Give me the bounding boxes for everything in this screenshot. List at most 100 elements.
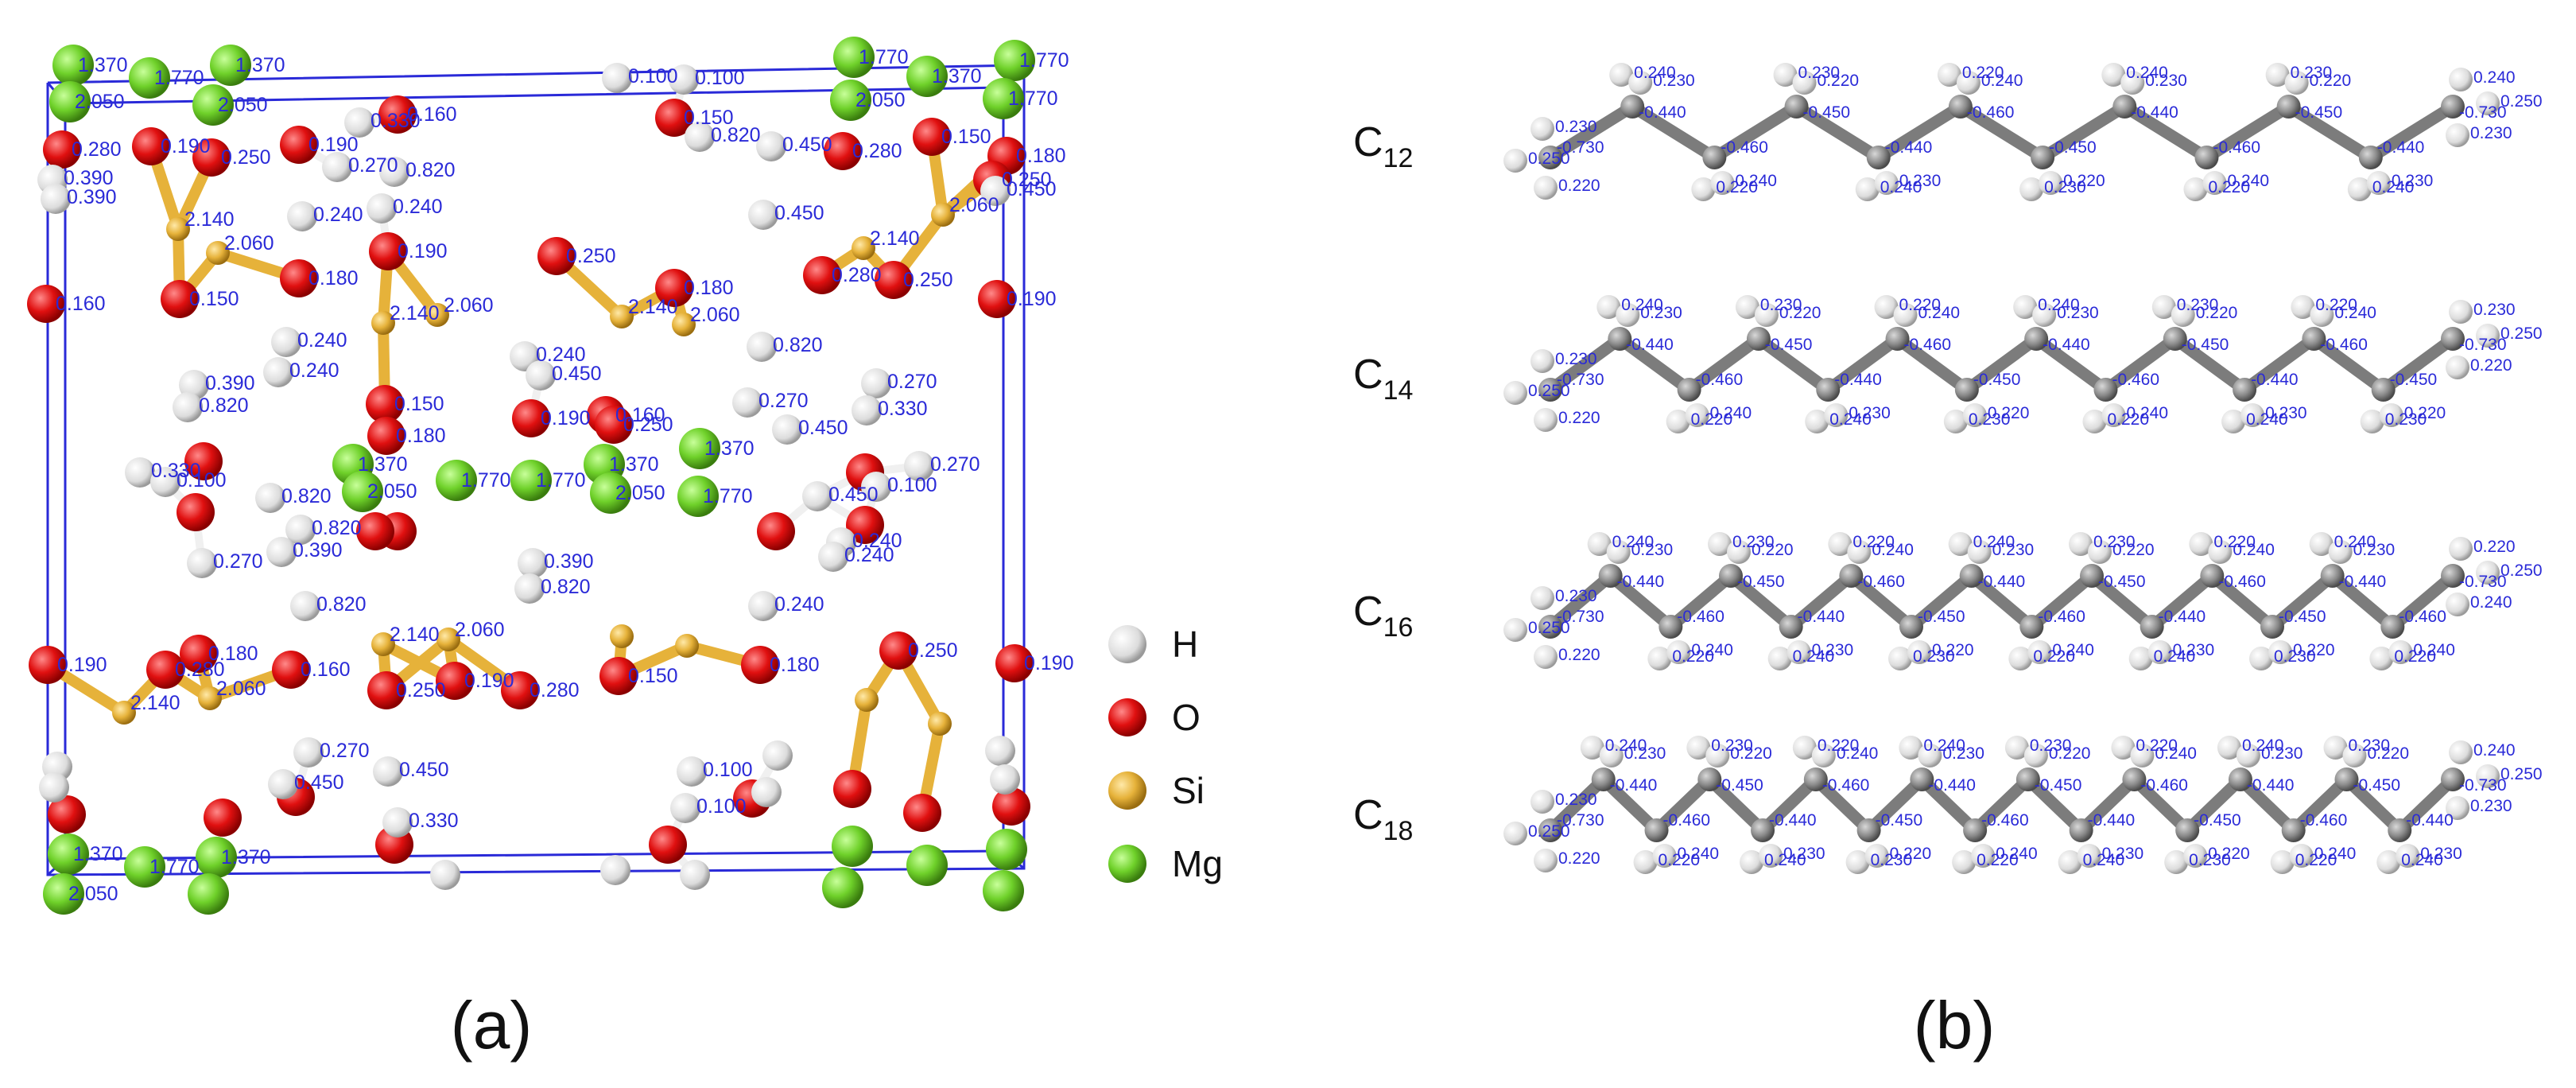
o-atom	[43, 130, 81, 169]
chain-h-atom	[2202, 171, 2227, 195]
mg-atom	[49, 81, 91, 122]
charge-label: 0.820	[199, 394, 249, 417]
chain-h-atom	[1874, 171, 1899, 195]
chain-c-atom	[1784, 95, 1809, 119]
chain-h-atom	[1708, 532, 1732, 556]
chain-h-charge: 0.220	[1818, 72, 1860, 90]
charge-label: 0.240	[536, 344, 586, 366]
chain-h-atom	[2476, 561, 2500, 585]
chain-h-charge: 0.220	[1658, 851, 1701, 869]
o-atom	[992, 787, 1030, 826]
mg-atom	[188, 873, 229, 915]
chain-h-charge: 0.220	[1977, 851, 2019, 869]
chain-h-charge: 0.240	[2227, 172, 2269, 190]
chain-h-charge: 0.220	[1932, 641, 1974, 659]
chain-h-atom	[1948, 532, 1973, 556]
charge-label: 0.450	[782, 134, 832, 156]
chain-h-charge: 0.230	[1555, 118, 1597, 136]
chain-c-atom	[2276, 95, 2301, 119]
chain-h-charge: 0.230	[2102, 845, 2144, 863]
mg-atom	[124, 846, 165, 888]
chain-h-charge: 0.230	[2044, 178, 2086, 196]
mg-atom	[906, 845, 948, 886]
o-atom	[367, 671, 405, 709]
chain-h-charge: 0.230	[1631, 541, 1674, 559]
mg-atom	[994, 40, 1035, 81]
chain-c-atom	[2260, 615, 2284, 639]
chain-h-atom	[1787, 640, 1811, 664]
charge-label: 0.390	[205, 372, 255, 394]
chain-c-atom	[2163, 327, 2187, 351]
si-atom	[928, 712, 952, 736]
chain-h-atom	[1845, 850, 1870, 874]
legend-mg-swatch	[1108, 845, 1146, 883]
chain-h-charge: 0.230	[2420, 845, 2462, 863]
charge-label: 0.820	[405, 159, 456, 181]
chain-h-atom	[1587, 532, 1612, 556]
mg-atom	[832, 826, 873, 867]
chain-c-charge: -0.460	[1904, 336, 1952, 354]
chain-h-atom	[1727, 540, 1751, 564]
h-atom	[600, 855, 630, 885]
mg-atom	[679, 428, 720, 469]
mg-atom	[983, 870, 1024, 911]
chain-c-atom	[2093, 378, 2118, 402]
chain-c-charge: -0.450	[1765, 336, 1813, 354]
chain-c-charge: -0.440	[1639, 103, 1686, 122]
chain-h-charge: 0.240	[2154, 647, 2196, 666]
chain-h-atom	[1754, 303, 1779, 327]
chain-h-atom	[2328, 540, 2353, 564]
chain-h-atom	[1503, 822, 1527, 845]
chain-c-atom	[2441, 564, 2465, 588]
chain-c-atom	[2441, 767, 2465, 791]
chain-h-charge: 0.250	[2500, 92, 2543, 111]
chain-h-charge: 0.230	[1798, 64, 1841, 82]
chain-h-atom	[1918, 744, 1942, 767]
chain-h-charge: 0.220	[1818, 736, 1860, 755]
carbon-backbone	[1546, 332, 2457, 396]
charge-label: 1.770	[859, 46, 909, 68]
chain-h-charge: 0.240	[2233, 541, 2275, 559]
chain-h-atom	[2323, 736, 2348, 760]
chain-h-atom	[2236, 744, 2260, 767]
chain-h-atom	[2013, 295, 2038, 319]
chain-h-charge: 0.220	[2315, 296, 2357, 314]
chain-h-atom	[1907, 640, 1931, 664]
charge-label: 0.450	[399, 759, 449, 781]
charge-label: 0.250	[396, 679, 446, 701]
chain-c-atom	[1538, 615, 1562, 639]
chain-c-charge: -0.440	[1610, 776, 1658, 795]
chain-c-atom	[1885, 327, 1910, 351]
chain-c-atom	[2281, 818, 2306, 842]
o-atom	[599, 657, 638, 695]
charge-label: 2.050	[75, 91, 125, 113]
chain-h-atom	[2289, 844, 2314, 868]
chain-h-charge: 0.240	[2126, 404, 2168, 422]
carbon-backbone	[1547, 100, 2456, 164]
mg-atom	[830, 80, 871, 121]
chain-c-charge: -0.460	[1721, 138, 1768, 157]
chain-h-atom	[1530, 117, 1554, 141]
h-atom	[861, 472, 891, 502]
charge-label: 0.180	[1016, 145, 1066, 167]
chain-h-charge: 0.230	[2057, 304, 2099, 322]
chain-h-atom	[2004, 736, 2029, 760]
chain-c-charge: -0.440	[1626, 336, 1674, 354]
charge-label: 1.770	[461, 469, 511, 492]
panel-b-alkyl-chains: C12-0.730-0.440-0.460-0.450-0.440-0.460-…	[1353, 63, 2543, 874]
charge-label: 0.330	[370, 110, 421, 132]
chain-c-charge: -0.460	[2140, 776, 2188, 795]
chain-c-charge: -0.450	[2182, 336, 2229, 354]
charge-label: 1.370	[73, 843, 123, 865]
chain-h-atom	[2360, 410, 2384, 433]
chain-h-atom	[2208, 540, 2233, 564]
charge-label: 0.190	[161, 135, 211, 157]
chain-h-atom	[1606, 540, 1631, 564]
chain-h-charge: 0.240	[1918, 304, 1961, 322]
chain-h-charge: 0.220	[1558, 849, 1600, 868]
chain-c-charge: -0.450	[1803, 103, 1851, 122]
chain-c-atom	[2194, 146, 2219, 169]
o-atom	[741, 646, 779, 684]
legend-h-swatch	[1108, 625, 1146, 663]
chain-c-charge: -0.460	[2320, 336, 2368, 354]
